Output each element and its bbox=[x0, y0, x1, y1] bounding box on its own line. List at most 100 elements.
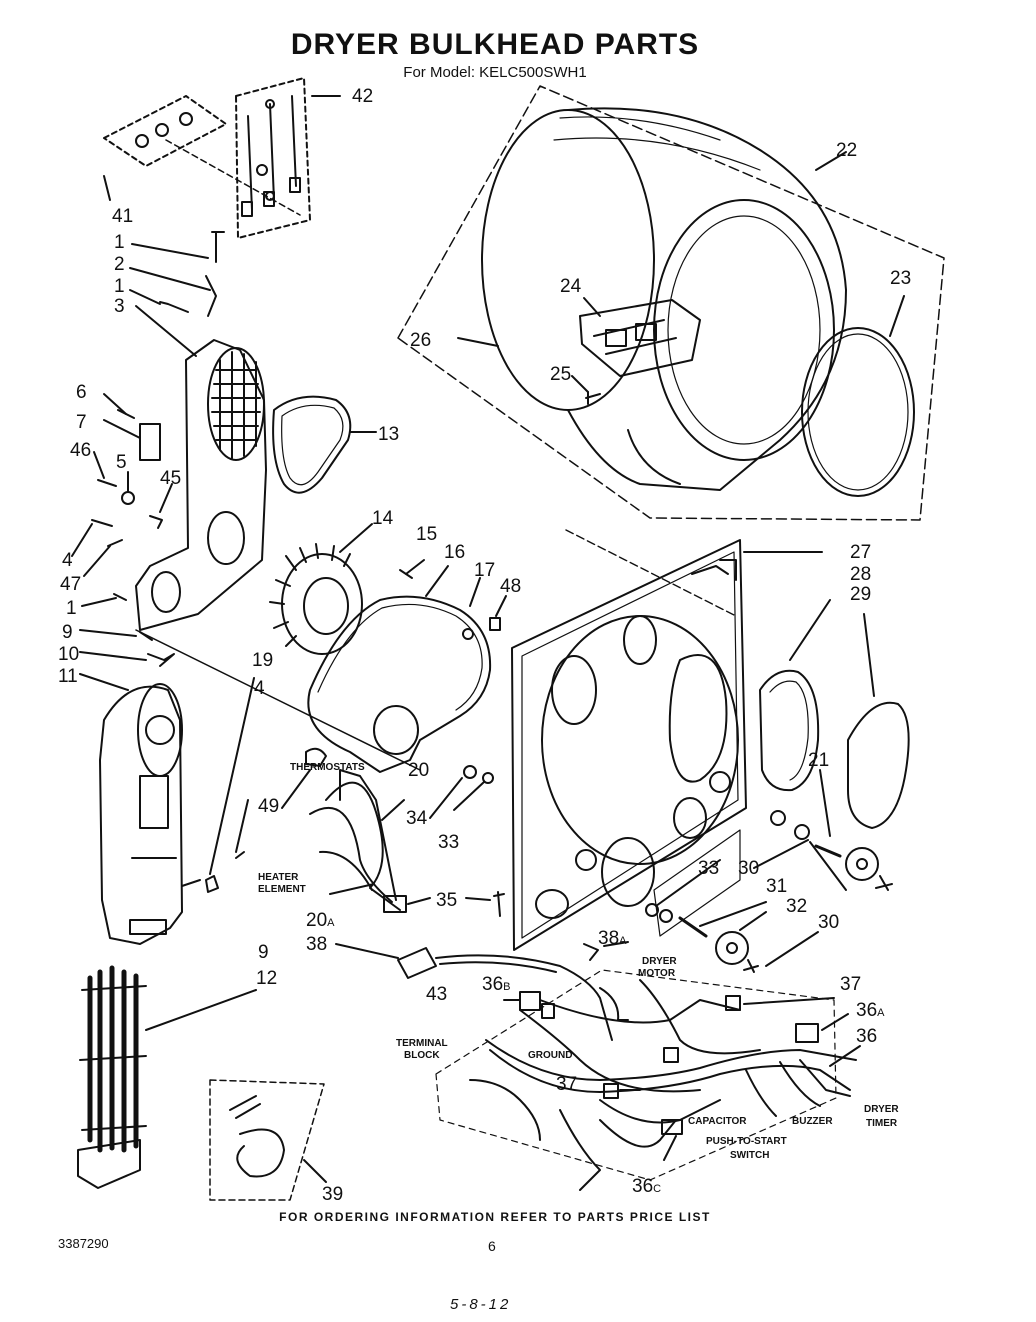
part-23-drum-seal bbox=[801, 295, 915, 497]
callout-1: 1 bbox=[114, 232, 125, 253]
callout-36c-number: 36 bbox=[632, 1176, 653, 1197]
callout-27: 27 bbox=[850, 542, 871, 563]
callout-1: 1 bbox=[114, 276, 125, 297]
callout-20a-number: 20 bbox=[306, 910, 327, 931]
callout-22: 22 bbox=[836, 140, 857, 161]
callout-49: 49 bbox=[258, 796, 279, 817]
part-22-drum bbox=[397, 85, 945, 521]
callout-1: 1 bbox=[66, 598, 77, 619]
parts-9-10 bbox=[79, 629, 175, 691]
callout-15: 15 bbox=[416, 524, 437, 545]
callout-11: 11 bbox=[58, 666, 78, 687]
screw-parts-1-2 bbox=[129, 231, 225, 357]
callout-41: 41 bbox=[112, 206, 133, 227]
part-3-exhaust-duct bbox=[135, 339, 421, 771]
label-thermostats: THERMOSTATS bbox=[290, 762, 365, 773]
callout-48: 48 bbox=[500, 576, 521, 597]
callout-9: 9 bbox=[62, 622, 73, 643]
callout-19: 19 bbox=[252, 650, 273, 671]
callout-16: 16 bbox=[444, 542, 465, 563]
document-number: 3387290 bbox=[58, 1236, 109, 1251]
callout-24: 24 bbox=[560, 276, 582, 297]
callout-30: 30 bbox=[818, 912, 839, 933]
part-29-lint-screen bbox=[847, 613, 910, 829]
part-39-wire-kit bbox=[209, 1079, 327, 1201]
callout-35: 35 bbox=[436, 890, 457, 911]
callout-36b-number: 36 bbox=[482, 974, 503, 995]
label-ground: GROUND bbox=[528, 1050, 572, 1061]
callout-38a-number: 38 bbox=[598, 928, 619, 949]
callout-28: 28 bbox=[850, 564, 871, 585]
callout-6: 6 bbox=[76, 382, 87, 403]
part-36-wiring-harness bbox=[435, 969, 861, 1191]
callout-43: 43 bbox=[426, 984, 447, 1005]
callout-47: 47 bbox=[60, 574, 81, 595]
callout-31: 31 bbox=[766, 876, 787, 897]
callout-30: 30 bbox=[738, 858, 759, 879]
label-heater: HEATER bbox=[258, 872, 299, 883]
label-dryer-timer-1: DRYER bbox=[864, 1104, 899, 1115]
callout-4: 4 bbox=[62, 550, 73, 571]
page-number: 6 bbox=[488, 1238, 496, 1254]
callout-3: 3 bbox=[114, 296, 125, 317]
callout-42: 42 bbox=[352, 86, 373, 107]
label-push-to-start: PUSH-TO-START bbox=[706, 1136, 787, 1147]
bracket-hardware-parts bbox=[71, 393, 173, 607]
callout-7: 7 bbox=[76, 412, 87, 433]
handwritten-note: 5-8-12 bbox=[450, 1296, 512, 1313]
callout-26: 26 bbox=[410, 330, 431, 351]
part-42-hardware-card bbox=[165, 77, 341, 239]
callout-33: 33 bbox=[438, 832, 459, 853]
callout-13: 13 bbox=[378, 424, 399, 445]
part-24-baffle bbox=[457, 297, 701, 405]
label-dryer-timer-2: TIMER bbox=[866, 1118, 898, 1129]
part-16-blower-cover bbox=[307, 559, 507, 773]
callout-36: 36 bbox=[856, 1026, 877, 1047]
label-block: BLOCK bbox=[404, 1050, 440, 1061]
callout-10: 10 bbox=[58, 644, 79, 665]
callout-36c: 36C bbox=[632, 1176, 661, 1197]
model-subtitle: For Model: KELC500SWH1 bbox=[403, 64, 587, 81]
label-switch: SWITCH bbox=[730, 1150, 769, 1161]
callout-32: 32 bbox=[786, 896, 807, 917]
callout-17: 17 bbox=[474, 560, 495, 581]
label-motor: MOTOR bbox=[638, 968, 676, 979]
callout-38: 38 bbox=[306, 934, 327, 955]
callout-38a: 38A bbox=[598, 928, 627, 949]
callout-4: 4 bbox=[254, 678, 265, 699]
page-title: DRYER BULKHEAD PARTS bbox=[290, 28, 700, 61]
thermostat-wiring-parts bbox=[205, 677, 431, 913]
part-27-bulkhead bbox=[511, 529, 823, 951]
callout-36c-suffix: C bbox=[653, 1183, 661, 1195]
callout-37: 37 bbox=[556, 1074, 577, 1095]
callout-36a-suffix: A bbox=[877, 1007, 885, 1019]
drum-roller-parts bbox=[429, 765, 893, 973]
label-element: ELEMENT bbox=[258, 884, 306, 895]
callout-45: 45 bbox=[160, 468, 181, 489]
callout-38a-suffix: A bbox=[619, 935, 627, 947]
callout-14: 14 bbox=[372, 508, 394, 529]
callout-20a-suffix: A bbox=[327, 917, 335, 929]
part-11-blower-housing bbox=[99, 683, 201, 945]
callout-46: 46 bbox=[70, 440, 91, 461]
callout-25: 25 bbox=[550, 364, 571, 385]
callout-20: 20 bbox=[408, 760, 429, 781]
label-dryer: DRYER bbox=[642, 956, 677, 967]
part-12-heater-element bbox=[77, 965, 257, 1189]
label-buzzer: BUZZER bbox=[792, 1116, 833, 1127]
callout-2: 2 bbox=[114, 254, 125, 275]
callout-29: 29 bbox=[850, 584, 871, 605]
callout-12: 12 bbox=[256, 968, 277, 989]
callout-20a: 20A bbox=[306, 910, 335, 931]
part-28-lint-duct bbox=[759, 599, 831, 792]
callout-23: 23 bbox=[890, 268, 911, 289]
part-14-blower-wheel bbox=[269, 523, 373, 655]
callout-34: 34 bbox=[406, 808, 428, 829]
callout-39: 39 bbox=[322, 1184, 343, 1205]
callout-21: 21 bbox=[808, 750, 829, 771]
callout-9: 9 bbox=[258, 942, 269, 963]
label-terminal: TERMINAL bbox=[396, 1038, 448, 1049]
callout-37: 37 bbox=[840, 974, 861, 995]
callout-36b-suffix: B bbox=[503, 981, 510, 993]
